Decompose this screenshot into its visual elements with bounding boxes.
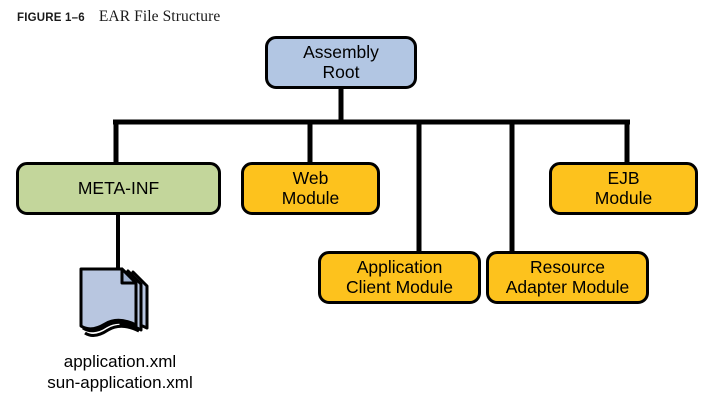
node-label-line2: Client Module [346, 276, 453, 297]
node-web-module[interactable]: Web Module [241, 162, 380, 215]
node-application-client-module[interactable]: Application Client Module [318, 251, 481, 304]
node-label-line1: Resource [530, 256, 605, 277]
document-page-wave-1 [82, 320, 138, 333]
figure-title: EAR File Structure [98, 8, 221, 25]
node-label-line1: Web [292, 167, 329, 188]
node-assembly-root-text: Assembly Root [303, 41, 379, 83]
node-meta-inf[interactable]: META-INF [16, 162, 221, 215]
node-meta-inf-text: META-INF [77, 177, 160, 199]
node-label-line1: Application [356, 256, 443, 277]
descriptor-file-label-sun-application-xml: sun-application.xml [47, 372, 193, 392]
node-label-line1: EJB [607, 167, 640, 188]
node-label-line2: Adapter Module [505, 276, 630, 297]
node-label-line1: Assembly [303, 41, 379, 62]
node-ejb-module[interactable]: EJB Module [549, 162, 698, 215]
descriptor-file-labels: application.xml sun-application.xml [0, 352, 240, 393]
node-ejb-module-text: EJB Module [594, 167, 653, 209]
node-web-module-text: Web Module [281, 167, 340, 209]
node-resource-adapter-module-text: Resource Adapter Module [505, 256, 630, 298]
node-label-line2: Root [322, 61, 360, 82]
descriptor-file-label-application-xml: application.xml [63, 352, 177, 371]
node-label-line1: META-INF [77, 177, 160, 198]
figure-caption: FIGURE 1–6 EAR File Structure [17, 8, 220, 26]
node-application-client-module-text: Application Client Module [346, 256, 453, 298]
figure-number: FIGURE 1–6 [17, 12, 85, 24]
node-label-line2: Module [281, 187, 340, 208]
node-assembly-root[interactable]: Assembly Root [265, 36, 417, 89]
document-page-wave-2 [84, 324, 140, 337]
document-folded-corner [120, 267, 138, 285]
node-label-line2: Module [594, 187, 653, 208]
node-resource-adapter-module[interactable]: Resource Adapter Module [486, 251, 649, 304]
document-stack-icon [79, 267, 149, 337]
